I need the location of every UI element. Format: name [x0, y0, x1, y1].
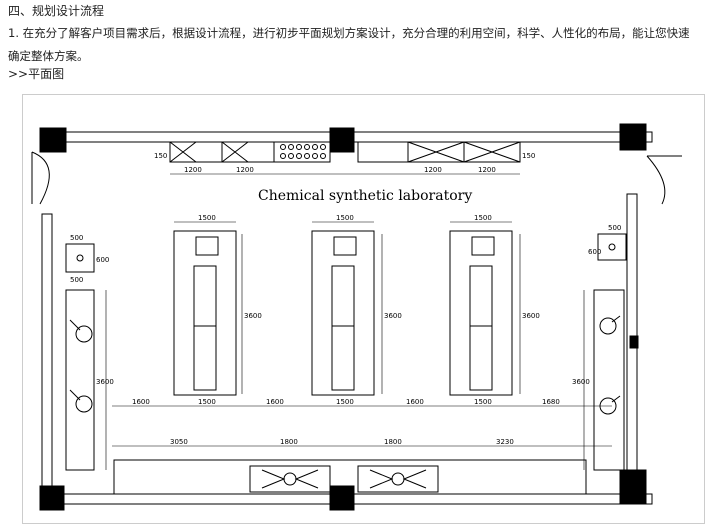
top-bench-left [169, 141, 331, 163]
dim-label: 1500 [336, 214, 354, 222]
column [39, 485, 65, 511]
dim-label: 3230 [496, 438, 514, 446]
dim-label: 1500 [474, 398, 492, 406]
left-wall [41, 213, 53, 505]
column [329, 485, 355, 511]
island-bench [311, 230, 375, 396]
top-bench-right [357, 141, 521, 163]
dim-label: 150 [154, 152, 167, 160]
dim-label: 1800 [280, 438, 298, 446]
chair-icon [69, 389, 93, 413]
island-bench [173, 230, 237, 396]
dim-label: 1200 [424, 166, 442, 174]
right-sink [597, 233, 627, 261]
island-bench [449, 230, 513, 396]
column [629, 335, 639, 349]
dim-label: 1600 [406, 398, 424, 406]
left-sink [65, 243, 95, 273]
column [39, 127, 67, 153]
dim-label: 600 [96, 256, 109, 264]
column [619, 123, 647, 151]
dim-label: 1500 [336, 398, 354, 406]
left-side-bench [65, 289, 95, 471]
dim-label: 1200 [478, 166, 496, 174]
dim-label: 1500 [474, 214, 492, 222]
dim-label: 1500 [198, 214, 216, 222]
dim-label: 1200 [184, 166, 202, 174]
section-heading: 四、规划设计流程 [8, 4, 105, 18]
dim-label: 500 [608, 224, 621, 232]
chair-icon [599, 395, 621, 415]
dim-label: 500 [70, 234, 83, 242]
description-paragraph: 1. 在充分了解客户项目需求后，根据设计流程，进行初步平面规划方案设计，充分合理… [8, 26, 690, 63]
dim-label: 1500 [198, 398, 216, 406]
bottom-fume-hood [357, 465, 439, 493]
dim-label: 3600 [522, 312, 540, 320]
reagent-rack [280, 144, 326, 159]
bottom-bench [113, 459, 587, 495]
column [619, 469, 647, 505]
dim-label: 1600 [132, 398, 150, 406]
dim-label: 3600 [244, 312, 262, 320]
plan-frame [22, 94, 705, 524]
dim-label: 500 [70, 276, 83, 284]
dim-label: 1800 [384, 438, 402, 446]
bottom-fume-hood [249, 465, 331, 493]
dim-label: 1680 [542, 398, 560, 406]
chair-icon [599, 315, 621, 335]
dim-label: 3050 [170, 438, 188, 446]
dim-label: 1200 [236, 166, 254, 174]
dim-label: 3600 [572, 378, 590, 386]
chair-icon [69, 319, 93, 343]
right-side-bench [593, 289, 625, 471]
door-right [646, 155, 682, 205]
dim-label: 150 [522, 152, 535, 160]
dim-label: 3600 [384, 312, 402, 320]
door-left [31, 151, 50, 205]
dim-label: 600 [588, 248, 601, 256]
right-wall [626, 193, 638, 505]
plan-title: Chemical synthetic laboratory [258, 188, 472, 204]
plan-label: >>平面图 [8, 67, 65, 81]
dim-label: 1600 [266, 398, 284, 406]
dim-label: 3600 [96, 378, 114, 386]
floor-plan: Chemical synthetic laboratory 1200 1200 … [22, 94, 705, 524]
column [329, 127, 355, 153]
